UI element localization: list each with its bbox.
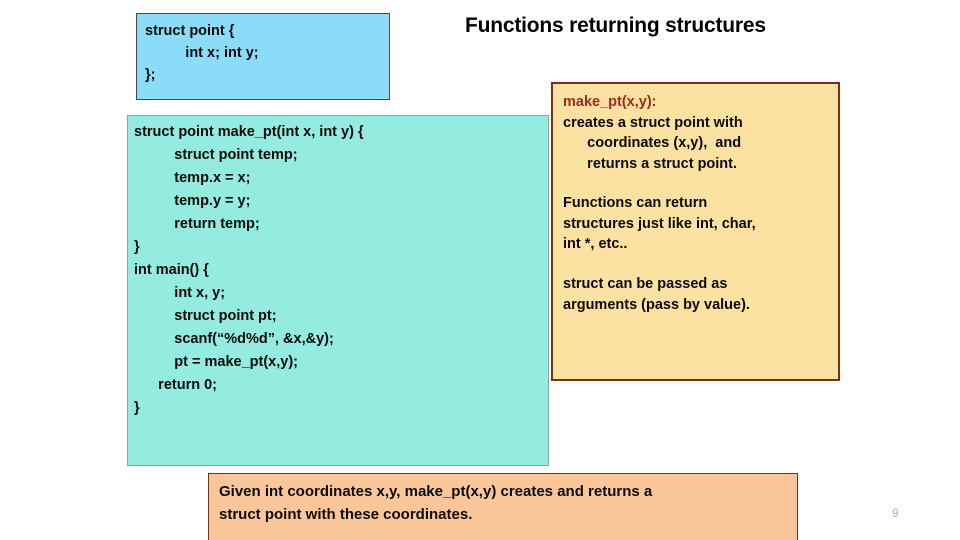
notes-paragraph-gap: [563, 255, 828, 274]
code-line: return 0;: [134, 376, 217, 393]
code-line: struct point temp;: [134, 146, 298, 163]
code-line: }: [134, 238, 140, 255]
code-line: int x, y;: [134, 284, 226, 301]
code-line: scanf(“%d%d”, &x,&y);: [134, 330, 334, 347]
struct-definition-line: int x; int y;: [145, 45, 259, 62]
page-title: Functions returning structures: [465, 14, 766, 37]
notes-heading: make_pt(x,y):: [563, 94, 657, 110]
notes-line: int *, etc..: [563, 236, 628, 253]
code-line: struct point make_pt(int x, int y) {: [134, 124, 364, 140]
notes-line: structures just like int, char,: [563, 215, 756, 232]
struct-definition-line: struct point {: [145, 23, 235, 39]
struct-definition-box: struct point { int x; int y; };: [136, 13, 390, 100]
notes-paragraph-gap: [563, 174, 828, 193]
code-line: int main() {: [134, 261, 209, 278]
notes-line: coordinates (x,y), and: [563, 135, 742, 152]
summary-callout: Given int coordinates x,y, make_pt(x,y) …: [208, 473, 798, 540]
code-line: }: [134, 399, 140, 416]
page-number: 9: [892, 506, 899, 520]
struct-definition-line: };: [145, 67, 156, 84]
notes-line: arguments (pass by value).: [563, 296, 750, 313]
code-line: temp.x = x;: [134, 169, 251, 186]
notes-line: struct can be passed as: [563, 276, 728, 293]
notes-line: Functions can return: [563, 195, 708, 212]
code-line: struct point pt;: [134, 307, 277, 324]
code-line: temp.y = y;: [134, 192, 251, 209]
code-line: pt = make_pt(x,y);: [134, 353, 298, 370]
notes-line: returns a struct point.: [563, 155, 738, 172]
notes-line: creates a struct point with: [563, 114, 743, 131]
notes-panel: make_pt(x,y): creates a struct point wit…: [551, 82, 840, 381]
code-line: return temp;: [134, 215, 260, 232]
summary-line: struct point with these coordinates.: [219, 505, 473, 523]
summary-line: Given int coordinates x,y, make_pt(x,y) …: [219, 483, 653, 500]
code-listing-box: struct point make_pt(int x, int y) { str…: [127, 115, 549, 466]
